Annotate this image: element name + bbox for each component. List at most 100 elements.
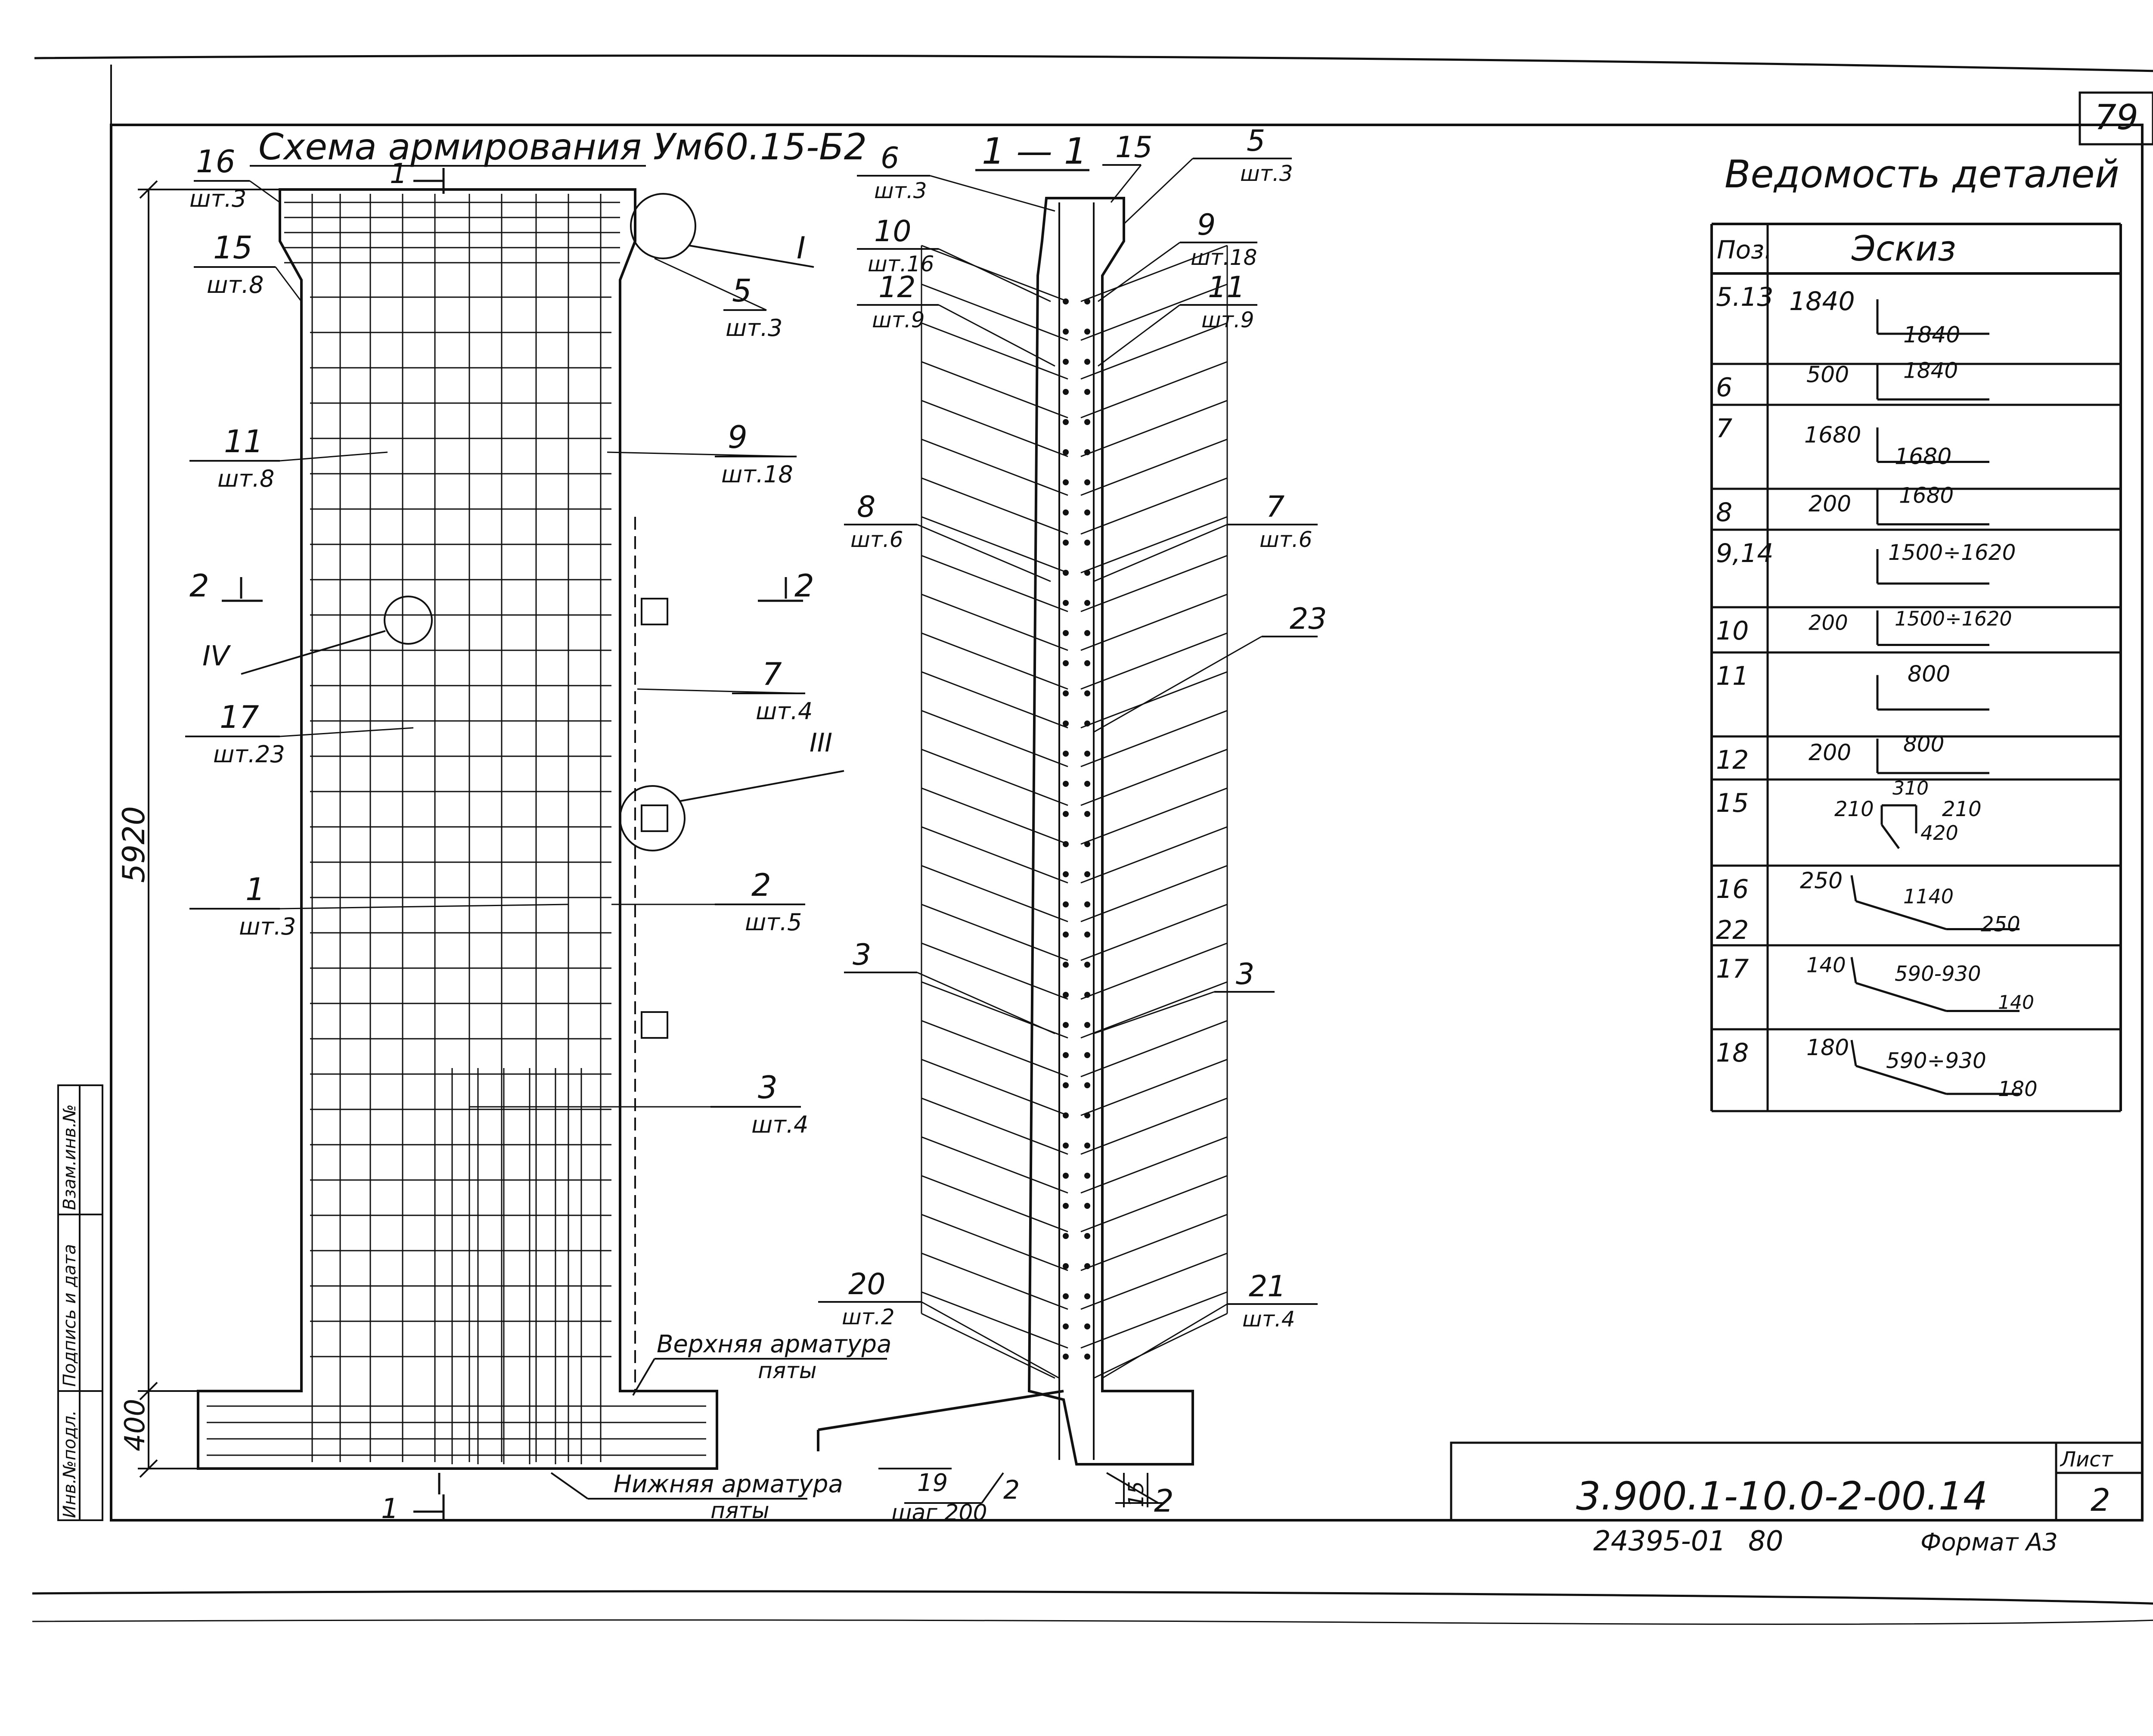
schedule-row-pos: 5.13 bbox=[1716, 282, 1774, 312]
elevation-callout-pos-1: 1шт.3 bbox=[189, 871, 569, 940]
callout-pos-number: 1 bbox=[245, 871, 265, 907]
section-stirrup-left bbox=[921, 516, 1068, 574]
sketch-dimension: 200 bbox=[1809, 611, 1848, 635]
callout-pos-number: 5 bbox=[732, 273, 752, 309]
section-bar-dot bbox=[1063, 781, 1069, 787]
callout-qty: шт.9 bbox=[872, 307, 925, 332]
section-bar-dot bbox=[1084, 841, 1090, 847]
sketch-dimension: 1840 bbox=[1903, 322, 1960, 348]
schedule-header-sketch: Эскиз bbox=[1851, 229, 1956, 269]
callout-leader bbox=[637, 688, 806, 694]
section-bar-dot bbox=[1084, 479, 1090, 485]
schedule-title: Ведомость деталей bbox=[1725, 152, 2119, 196]
section-outer-left-bottom bbox=[921, 1313, 1055, 1379]
section-stirrup-left bbox=[921, 1214, 1068, 1271]
sketch-dimension: 1500÷1620 bbox=[1888, 540, 2016, 565]
side-stamp-sign: Подпись и дата bbox=[60, 1244, 80, 1387]
section-bar-dot bbox=[1063, 871, 1069, 877]
drawing-title: Схема армирования Ум60.15-Б2 bbox=[258, 126, 867, 168]
callout-pos-number: 9 bbox=[728, 419, 748, 455]
schedule-row-pos: 7 bbox=[1716, 413, 1732, 444]
section-callout-pos-5: 5шт.3 bbox=[1123, 124, 1293, 225]
section-stirrup-left bbox=[921, 671, 1068, 729]
section-stirrup-left bbox=[921, 593, 1068, 651]
section-stirrup-left bbox=[921, 1252, 1068, 1310]
section-bar-dot bbox=[1063, 901, 1069, 907]
section-stirrup-left bbox=[921, 283, 1068, 341]
section-bar-dot bbox=[1084, 389, 1090, 395]
section-bar-dot bbox=[1084, 1022, 1090, 1028]
section-bar-dot bbox=[1084, 329, 1090, 335]
section-bar-dot bbox=[1063, 1173, 1069, 1179]
sketch-dimension: 1840 bbox=[1903, 358, 1958, 383]
callout-qty: шт.23 bbox=[213, 741, 285, 768]
section-bottom-leaders bbox=[878, 1468, 1163, 1507]
callout-leader bbox=[917, 524, 1051, 582]
callout-pos-number: 16 bbox=[196, 143, 236, 180]
section-stirrup-right bbox=[1080, 904, 1228, 961]
callout-pos-number: 3 bbox=[853, 938, 871, 972]
callout-pos-number: 11 bbox=[1208, 270, 1245, 304]
section-stirrup-right bbox=[1080, 283, 1228, 341]
callout-leader bbox=[1093, 636, 1262, 733]
callout-qty: шт.3 bbox=[874, 178, 927, 203]
sketch-bar bbox=[1850, 1040, 1857, 1066]
section-bar-dot bbox=[1084, 419, 1090, 425]
callout-leader bbox=[930, 175, 1055, 212]
note-bottom-footing-1: Нижняя арматура bbox=[614, 1470, 843, 1498]
section-stirrup-left bbox=[921, 632, 1068, 690]
section-stirrup-right bbox=[1080, 245, 1228, 302]
section-stirrup-right bbox=[1080, 593, 1228, 651]
section-stirrup-right bbox=[1080, 942, 1228, 1000]
callout-qty: шт.8 bbox=[217, 465, 274, 492]
elevation-callout-pos-3: 3шт.4 bbox=[469, 1069, 808, 1138]
sketch-dimension: 310 bbox=[1892, 777, 1929, 799]
sketch-dimension: 180 bbox=[1998, 1077, 2038, 1101]
sketch-bar bbox=[1855, 982, 1947, 1012]
cut-1-bottom: 1 bbox=[381, 1493, 399, 1525]
section-bar-dot bbox=[1063, 811, 1069, 817]
section-bar-dot bbox=[1063, 841, 1069, 847]
elevation-callout-pos-7: 7шт.4 bbox=[637, 656, 813, 725]
section-title: 1 — 1 bbox=[982, 130, 1087, 172]
sketch-dimension: 1680 bbox=[1899, 483, 1954, 508]
section-bar-dot bbox=[1063, 720, 1069, 727]
callout-pos-number: 3 bbox=[1236, 957, 1254, 991]
section-bar-dot bbox=[1084, 1203, 1090, 1209]
callout-leader bbox=[938, 248, 1051, 302]
callout-pos-number: 7 bbox=[762, 656, 782, 692]
schedule-grid bbox=[1710, 223, 2122, 1111]
section-stirrup-left bbox=[921, 555, 1068, 612]
elevation-rebar bbox=[207, 194, 706, 1464]
section-bar-dot bbox=[1063, 751, 1069, 757]
sketch-dimension: 800 bbox=[1903, 732, 1944, 757]
section-stirrup-right bbox=[1080, 1020, 1228, 1078]
callout-pos-number: 15 bbox=[1115, 130, 1153, 165]
sketch-dimension: 590÷930 bbox=[1886, 1048, 1986, 1073]
section-stirrup-left bbox=[921, 322, 1068, 380]
section-bar-dot bbox=[1084, 992, 1090, 998]
callout-leader bbox=[1110, 165, 1142, 203]
section-stirrup-right bbox=[1080, 671, 1228, 729]
schedule-row-pos: 15 bbox=[1716, 788, 1749, 818]
section-bar-dot bbox=[1084, 1052, 1090, 1058]
schedule-row-pos: 9,14 bbox=[1716, 538, 1774, 568]
callout-leader bbox=[279, 904, 569, 910]
section-bar-dot bbox=[1084, 690, 1090, 696]
section-stirrup-right bbox=[1080, 1252, 1228, 1310]
sketch-bar bbox=[1855, 1065, 1947, 1095]
side-stamp bbox=[57, 1084, 103, 1521]
callout-qty: шт.4 bbox=[1242, 1307, 1295, 1332]
section-stirrup-right bbox=[1080, 710, 1228, 767]
sketch-dimension: 250 bbox=[1800, 868, 1843, 894]
callout-qty: шт.5 bbox=[745, 909, 802, 936]
page-number: 79 bbox=[2094, 97, 2138, 137]
